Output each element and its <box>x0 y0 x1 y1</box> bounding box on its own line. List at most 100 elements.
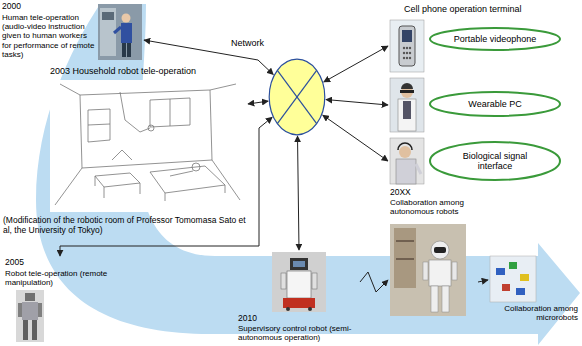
ellipse-outline <box>268 58 326 136</box>
manipulation-robot-photo <box>16 290 44 342</box>
manipulation-robot-photo <box>18 303 22 317</box>
wearable-pc-photo <box>390 78 424 132</box>
caption-text: Robot tele-operation (remote manipulatio… <box>5 269 111 287</box>
phone-photo <box>406 57 408 59</box>
manipulation-robot-photo <box>25 293 35 301</box>
network-cross <box>277 70 316 123</box>
humanoid-robot-photo <box>423 262 428 280</box>
caption-text: Human tele-operation (audio-video instru… <box>2 13 98 59</box>
supervisory-robot-photo <box>308 307 312 311</box>
humanoid-robot-photo <box>390 224 466 316</box>
wearable-pc-photo <box>398 99 416 131</box>
manipulation-robot-photo <box>23 320 28 340</box>
worker-photo <box>102 12 114 20</box>
ellipse-shape <box>269 59 325 135</box>
room-sketch <box>150 166 225 201</box>
microrobots-photo <box>520 274 529 281</box>
phone-photo <box>406 52 408 54</box>
timeline-band <box>36 4 580 345</box>
connector-arrow <box>326 100 388 105</box>
timeline-band <box>36 4 580 345</box>
biosignal-photo <box>390 138 424 184</box>
figure-heading: 2003 Household robot tele-operation <box>50 66 246 76</box>
biosignal-photo <box>416 164 421 174</box>
humanoid-robot-photo <box>452 262 457 280</box>
connector-arrow <box>323 115 388 161</box>
phone-photo <box>399 26 415 66</box>
supervisory-robot-photo <box>272 252 326 312</box>
supervisory-robot-photo <box>272 252 326 312</box>
photo-caption-box: Collaboration among microrobots <box>488 254 580 336</box>
biosignal-photo <box>390 138 424 184</box>
room-sketch <box>88 109 110 142</box>
figure-note: (Modification of the robotic room of Pro… <box>3 216 251 236</box>
worker-photo <box>121 23 132 43</box>
terminal-ellipse: Wearable PC <box>388 78 564 132</box>
terminal-name: Wearable PC <box>428 90 562 118</box>
wearable-pc-photo <box>390 78 424 132</box>
supervisory-robot-photo <box>286 307 290 311</box>
room-sketch <box>120 92 150 132</box>
photo-caption-box: 2005Robot tele-operation (remote manipul… <box>3 256 113 344</box>
terminal-ellipse: Biological signal interface <box>388 138 564 184</box>
room-sketch <box>112 150 132 160</box>
microrobots-photo <box>496 268 505 275</box>
room-sketch <box>55 84 240 205</box>
phone-photo <box>402 30 412 42</box>
connector-arrow <box>478 280 488 282</box>
phone-photo <box>409 57 411 59</box>
supervisory-robot-photo <box>287 271 311 298</box>
phone-photo <box>403 57 405 59</box>
phone-photo <box>406 47 408 49</box>
supervisory-robot-photo <box>281 273 286 289</box>
humanoid-robot-photo <box>396 240 414 242</box>
humanoid-robot-photo <box>442 286 449 312</box>
humanoid-robot-photo <box>394 228 416 288</box>
microrobots-photo <box>516 288 525 295</box>
terminal-name: Biological signal interface <box>428 140 562 182</box>
year-label: 2005 <box>5 258 111 268</box>
humanoid-robot-photo <box>396 258 414 260</box>
wearable-pc-photo <box>401 83 413 89</box>
supervisory-robot-photo <box>283 298 315 308</box>
manipulation-robot-photo <box>32 320 37 340</box>
wearable-pc-photo <box>400 90 414 93</box>
microrobots-photo <box>490 256 536 302</box>
manipulation-robot-photo <box>22 302 38 320</box>
humanoid-robot-photo <box>431 241 449 259</box>
room-sketch <box>50 80 246 212</box>
terminal-name: Portable videophone <box>428 26 562 52</box>
humanoid-robot-photo <box>431 286 438 312</box>
photo-caption-box: 2010Supervisory control robot (semi-auto… <box>236 250 360 344</box>
phone-photo <box>403 52 405 54</box>
worker-photo <box>98 4 142 60</box>
room-sketch <box>95 173 140 198</box>
supervisory-robot-photo <box>293 261 305 267</box>
microrobots-photo <box>502 284 510 291</box>
worker-photo <box>114 27 121 33</box>
connector-arrow <box>248 101 268 104</box>
room-sketch <box>80 90 212 168</box>
phone-photo <box>390 20 424 72</box>
worker-photo <box>98 4 142 60</box>
microrobots-photo <box>509 262 517 269</box>
room-sketch <box>55 84 240 205</box>
group-heading: Cell phone operation terminal <box>404 4 574 14</box>
room-sketch <box>192 163 200 171</box>
worker-photo <box>127 43 131 57</box>
manipulation-robot-photo <box>38 303 42 317</box>
room-sketch <box>148 125 154 131</box>
room-sketch <box>50 80 246 212</box>
network-ellipse: Network <box>268 58 326 136</box>
connector-arrow <box>360 272 388 292</box>
network-label: Network <box>218 38 264 48</box>
room-sketch <box>150 98 190 127</box>
room-sketch <box>170 171 193 176</box>
manipulation-robot-photo <box>16 290 44 342</box>
wearable-pc-photo <box>403 101 411 119</box>
humanoid-robot-photo <box>390 224 466 316</box>
worker-photo <box>122 14 131 23</box>
humanoid-robot-photo <box>434 247 446 253</box>
worker-photo <box>122 43 126 57</box>
